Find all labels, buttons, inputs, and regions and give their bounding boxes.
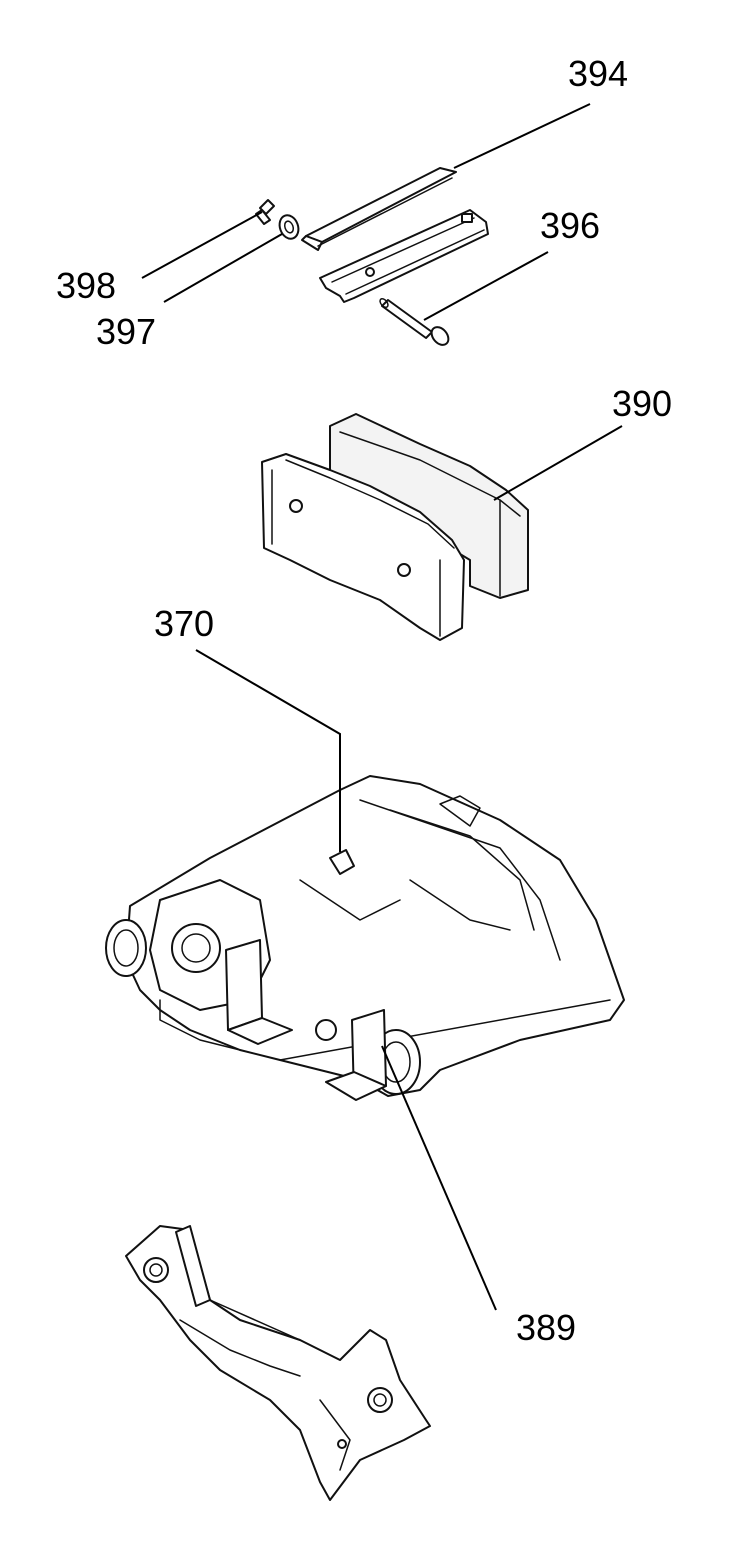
callout-390: 390 (612, 383, 672, 424)
callout-398: 398 (56, 265, 116, 306)
caliper-carrier (125, 1225, 431, 1501)
callout-370: 370 (154, 603, 214, 644)
retainer-bracket (319, 209, 489, 303)
callout-397: 397 (96, 311, 156, 352)
guide-pin (379, 297, 450, 346)
leader-397 (163, 233, 283, 303)
callout-396: 396 (540, 205, 600, 246)
leader-389 (381, 1045, 497, 1311)
leader-370 (195, 649, 341, 852)
leader-396 (423, 251, 549, 321)
pad-retainer-strip (301, 167, 457, 251)
washer (278, 214, 300, 240)
leader-394 (453, 103, 591, 169)
pad-clip-left (225, 939, 293, 1045)
callout-389: 389 (516, 1307, 576, 1348)
brake-pad-front (261, 453, 465, 641)
pad-clip-right (325, 1009, 387, 1101)
leader-lines (141, 103, 623, 1311)
leader-390 (493, 425, 623, 501)
screw (255, 199, 275, 225)
leader-398 (141, 211, 263, 279)
caliper-adjuster-plug (329, 849, 355, 875)
callout-394: 394 (568, 53, 628, 94)
